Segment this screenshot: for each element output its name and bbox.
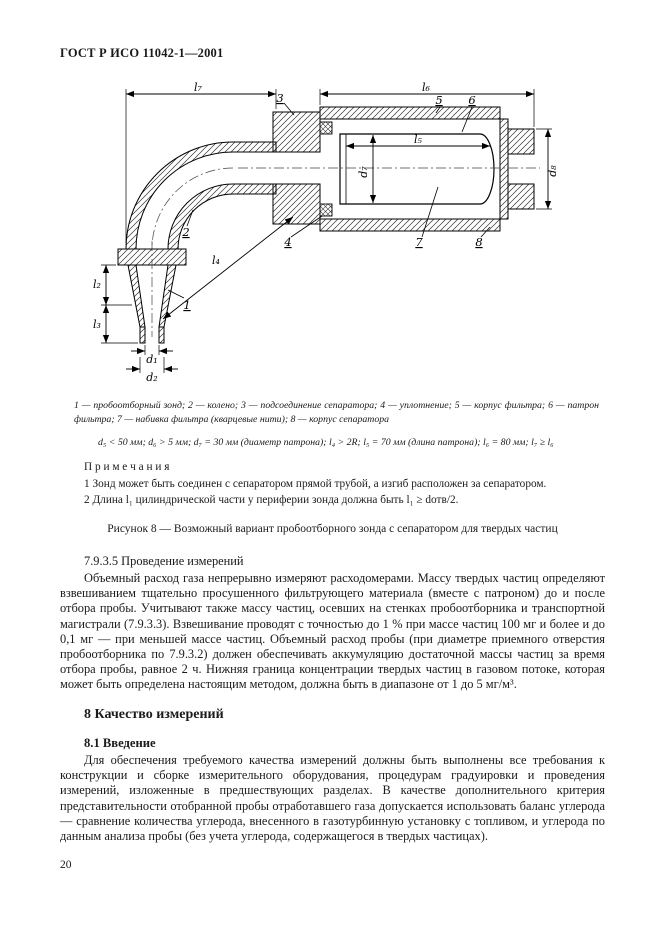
dim-l5-label: l₅ <box>414 133 423 146</box>
figure-title: Рисунок 8 — Возможный вариант пробоотбор… <box>107 523 558 536</box>
note-1: 1 Зонд может быть соединен с сепаратором… <box>84 477 547 490</box>
paragraph-7-9-3-5: Объемный расход газа непрерывно измеряют… <box>60 571 605 692</box>
leader-lines <box>167 102 491 299</box>
part-5-label: 5 <box>435 93 442 107</box>
dim-d2-label: d₂ <box>146 371 157 384</box>
filter-cartridge <box>339 133 495 205</box>
figure8-drawing: l₇ l₆ l₅ d₇ d₈ l₄ l₂ l₃ d₁ d₂ 3 5 6 4 7 … <box>93 81 558 384</box>
paragraph-8-1: Для обеспечения требуемого качества изме… <box>60 753 605 843</box>
dim-l7-label: l₇ <box>194 81 203 94</box>
figure-legend: 1 — пробоотборный зонд; 2 — колено; 3 — … <box>74 400 599 425</box>
part-2-label: 2 <box>181 225 189 239</box>
dim-d1-label: d₁ <box>146 353 157 366</box>
part-1-label: 1 <box>183 298 190 312</box>
separator-housing <box>319 106 535 232</box>
centerlines <box>151 167 540 337</box>
figure-notes: П р и м е ч а н и я 1 Зонд может быть со… <box>84 460 605 508</box>
note-2: 2 Длина l₁ цилиндрической части у перифе… <box>84 493 459 506</box>
notes-title: П р и м е ч а н и я <box>84 461 170 474</box>
dim-d8-label: d₈ <box>546 165 558 177</box>
seal <box>319 121 333 217</box>
page-header: ГОСТ Р ИСО 11042-1—2001 <box>60 46 224 60</box>
dimension-lines <box>102 90 552 373</box>
dim-l4-label: l₄ <box>212 254 220 267</box>
figure-dimensions: d₅ < 50 мм; d₆ > 5 мм; d₇ = 30 мм (диаме… <box>98 437 554 449</box>
part-3-label: 3 <box>276 91 283 105</box>
dim-l2-label: l₂ <box>93 278 101 291</box>
dim-l6-label: l₆ <box>422 81 431 94</box>
dim-l3-label: l₃ <box>93 318 101 331</box>
page-number: 20 <box>60 858 72 871</box>
dim-d7-label: d₇ <box>357 166 370 178</box>
heading-8: 8 Качество измерений <box>84 707 224 723</box>
elbow-pipe <box>125 141 277 250</box>
part-7-label: 7 <box>415 235 423 249</box>
part-4-label: 4 <box>283 235 291 249</box>
part-8-label: 8 <box>475 235 482 249</box>
part-6-label: 6 <box>468 93 475 107</box>
heading-8-1: 8.1 Введение <box>84 736 156 751</box>
heading-7-9-3-5: 7.9.3.5 Проведение измерений <box>84 554 244 569</box>
